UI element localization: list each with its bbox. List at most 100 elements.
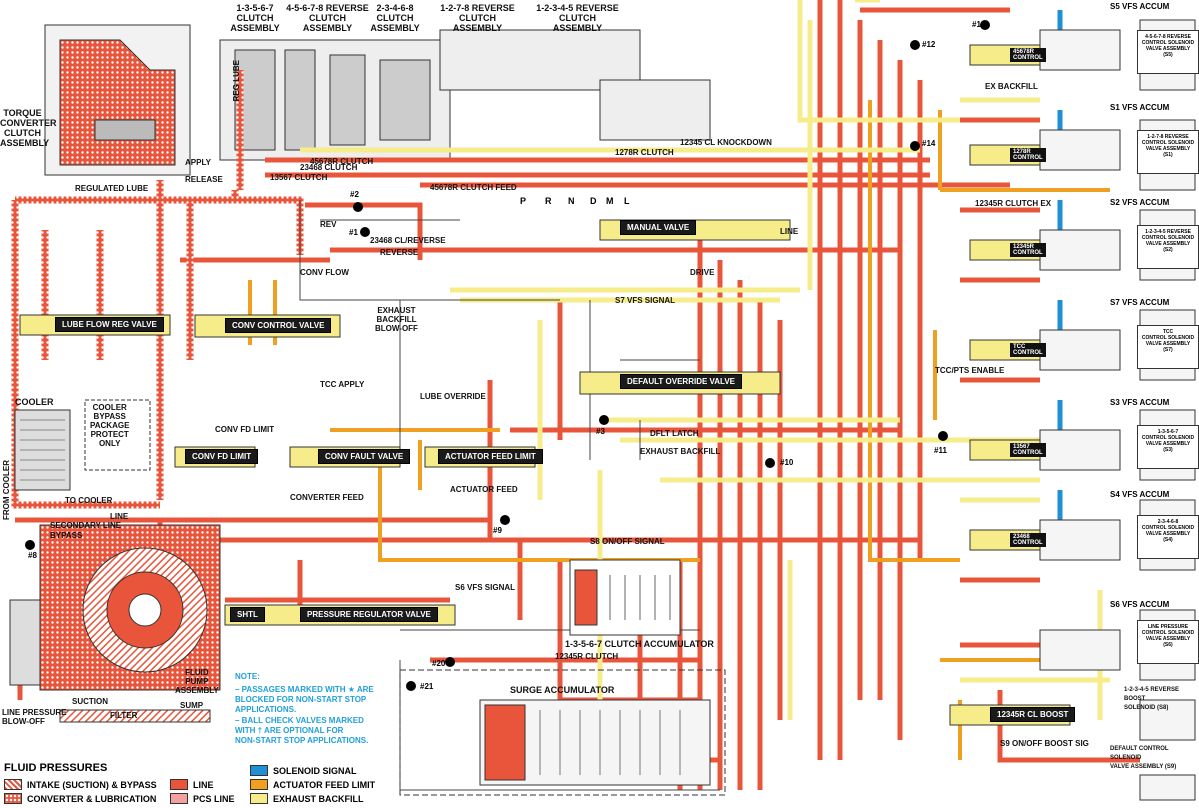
note-heading: NOTE:	[235, 672, 260, 681]
passage-lube-override: LUBE OVERRIDE	[420, 392, 486, 401]
ball-check-markers	[25, 20, 990, 691]
ball-check-12: #12	[922, 40, 936, 49]
passage-line-1: LINE	[110, 512, 129, 521]
legend-title: FLUID PRESSURES	[4, 762, 108, 774]
cooler-label: COOLER	[15, 397, 54, 407]
passage-45678r-clutch: 45678R CLUTCH	[310, 157, 374, 166]
passage-reverse: REVERSE	[380, 248, 419, 257]
legend-converter-swatch	[4, 793, 22, 804]
legend-backfill-label: EXHAUST BACKFILL	[273, 793, 364, 804]
legend-actuator: ACTUATOR FEED LIMIT	[250, 779, 375, 790]
passage-12345r-clutch: 12345R CLUTCH	[555, 652, 619, 661]
passage-1278r-clutch: 1278R CLUTCH	[615, 148, 674, 157]
gear-l: L	[624, 196, 630, 206]
s2-control: 12345R CONTROL	[1010, 243, 1046, 257]
clutch-12345r-title: 1-2-3-4-5 REVERSE CLUTCH ASSEMBLY	[536, 3, 619, 33]
note-line-1: – PASSAGES MARKED WITH ★ ARE BLOCKED FOR…	[235, 685, 374, 714]
clutch-1278r-title: 1-2-7-8 REVERSE CLUTCH ASSEMBLY	[440, 3, 515, 33]
legend-pcs-label: PCS LINE	[193, 793, 235, 804]
surge-accumulator-drawing	[399, 669, 726, 796]
s4-solenoid-box: 2-3-4-6-8 CONTROL SOLENOID VALVE ASSEMBL…	[1137, 515, 1199, 559]
passage-line-2: LINE	[780, 227, 799, 236]
ball-check-21: #21	[420, 682, 434, 691]
passage-actuator-feed: ACTUATOR FEED	[450, 485, 518, 494]
ball-check-14: #14	[922, 139, 936, 148]
fluid-pump-label: FLUID PUMP ASSEMBLY	[175, 668, 219, 695]
shtl-valve: SHTL	[230, 607, 265, 622]
clutch-45678r-title: 4-5-6-7-8 REVERSE CLUTCH ASSEMBLY	[286, 3, 369, 33]
passage-12345r-clutch-ex: 12345R CLUTCH EX	[975, 199, 1052, 208]
conv-fd-limit-valve: CONV FD LIMIT	[185, 449, 259, 464]
conv-fault-valve: CONV FAULT VALVE	[318, 449, 411, 464]
s7-solenoid-box: TCC CONTROL SOLENOID VALVE ASSEMBLY (S7)	[1137, 325, 1199, 369]
legend-intake-label: INTAKE (SUCTION) & BYPASS	[27, 779, 157, 790]
clutch-accumulator-label: 1-3-5-6-7 CLUTCH ACCUMULATOR	[565, 639, 714, 649]
fluid-pump-drawing	[9, 524, 221, 723]
passage-conv-fd-limit: CONV FD LIMIT	[215, 425, 275, 434]
pressure-regulator-valve: PRESSURE REGULATOR VALVE	[300, 607, 438, 622]
12345r-cl-boost-valve: 12345R CL BOOST	[990, 707, 1076, 722]
legend-backfill: EXHAUST BACKFILL	[250, 793, 364, 804]
passage-23468-cl-reverse: 23468 CL/REVERSE	[370, 236, 446, 245]
sump-label: SUMP	[180, 701, 204, 710]
s5-control: 45678R CONTROL	[1010, 48, 1046, 62]
legend-line: LINE	[170, 779, 214, 790]
filter-label: FILTER	[110, 711, 138, 720]
clutch-23468-title: 2-3-4-6-8 CLUTCH ASSEMBLY	[370, 3, 420, 33]
s8-boost-solenoid-label: 1-2-3-4-5 REVERSE BOOST SOLENOID (S8)	[1124, 687, 1180, 711]
line-passages	[15, 0, 1140, 790]
cooler-bypass-label: COOLER BYPASS PACKAGE PROTECT ONLY	[90, 403, 130, 448]
legend-line-swatch	[170, 779, 188, 790]
ball-check-2: #2	[350, 190, 359, 199]
transmission-section-drawing	[219, 29, 711, 161]
passage-converter-feed: CONVERTER FEED	[290, 493, 364, 502]
s1-solenoid-box: 1-2-7-8 REVERSE CONTROL SOLENOID VALVE A…	[1137, 130, 1199, 174]
legend-line-label: LINE	[193, 779, 214, 790]
passage-conv-flow: CONV FLOW	[300, 268, 349, 277]
gear-p: P	[520, 196, 527, 206]
passage-cl-knockdown: 12345 CL KNOCKDOWN	[680, 138, 772, 147]
cooler-drawing	[14, 399, 151, 491]
line-blowoff-label: LINE PRESSURE BLOW-OFF	[2, 708, 67, 726]
s6-accum-label: S6 VFS ACCUM	[1110, 600, 1170, 609]
passage-s9-onoff: S9 ON/OFF BOOST SIG	[1000, 739, 1089, 748]
s6-solenoid-box: LINE PRESSURE CONTROL SOLENOID VALVE ASS…	[1137, 620, 1199, 664]
conv-control-valve: CONV CONTROL VALVE	[225, 318, 332, 333]
passage-reg-lube: REG LUBE	[232, 60, 241, 102]
s4-accum-label: S4 VFS ACCUM	[1110, 490, 1170, 499]
ball-check-8: #8	[28, 551, 37, 560]
s3-control: 13567 CONTROL	[1010, 443, 1046, 457]
suction-label: SUCTION	[72, 697, 108, 706]
passage-bypass: BYPASS	[50, 531, 83, 540]
passage-tcc-apply: TCC APPLY	[320, 380, 365, 389]
passage-regulated-lube: REGULATED LUBE	[75, 184, 149, 193]
passage-s8-onoff: S8 ON/OFF SIGNAL	[590, 537, 665, 546]
s7-accum-label: S7 VFS ACCUM	[1110, 298, 1170, 307]
passage-s6-vfs: S6 VFS SIGNAL	[455, 583, 516, 592]
passage-tcc-pts-enable: TCC/PTS ENABLE	[935, 366, 1005, 375]
s1-accum-label: S1 VFS ACCUM	[1110, 103, 1170, 112]
passage-from-cooler: FROM COOLER	[2, 460, 11, 520]
gear-n: N	[568, 196, 575, 206]
legend-solenoid-swatch	[250, 765, 268, 776]
passage-secondary-line: SECONDARY LINE	[50, 521, 122, 530]
legend-converter-label: CONVERTER & LUBRICATION	[27, 793, 157, 804]
exhaust-backfill-blowoff-label: EXHAUST BACKFILL BLOW-OFF	[375, 306, 418, 333]
passage-s7-vfs: S7 VFS SIGNAL	[615, 296, 676, 305]
clutch-accumulator-drawing	[569, 559, 681, 636]
gear-d: D	[590, 196, 597, 206]
manual-valve: MANUAL VALVE	[620, 220, 697, 235]
default-override-valve: DEFAULT OVERRIDE VALVE	[620, 374, 743, 389]
ball-check-13: #13	[972, 20, 986, 29]
ball-check-9: #9	[493, 526, 502, 535]
passage-dflt-latch: DFLT LATCH	[650, 429, 699, 438]
passage-to-cooler: TO COOLER	[65, 496, 113, 505]
legend-intake-swatch	[4, 779, 22, 790]
note-line-2: – BALL CHECK VALVES MARKED WITH † ARE OP…	[235, 716, 369, 745]
passage-ex-backfill: EX BACKFILL	[985, 82, 1038, 91]
actuator-feed-limit-valve: ACTUATOR FEED LIMIT	[438, 449, 543, 464]
s2-solenoid-box: 1-2-3-4-5 REVERSE CONTROL SOLENOID VALVE…	[1137, 225, 1199, 269]
ball-check-10: #10	[780, 458, 794, 467]
ball-check-3: #3	[596, 427, 605, 436]
